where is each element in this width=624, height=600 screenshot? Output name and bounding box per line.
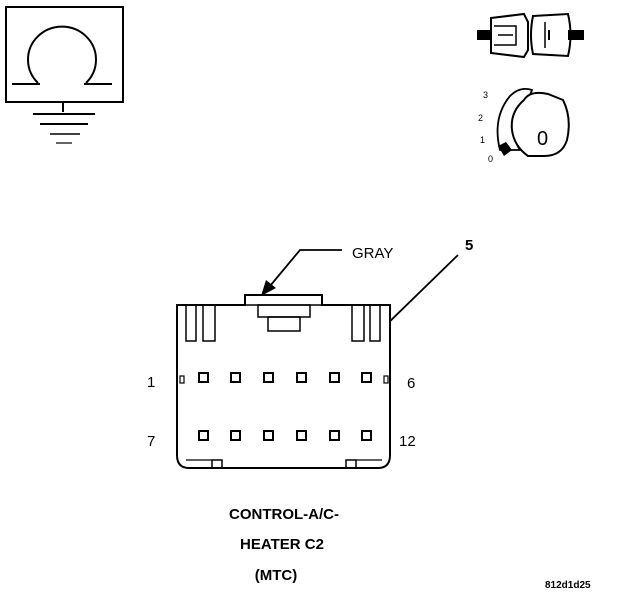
connector-title-line-1: CONTROL-A/C-	[229, 506, 339, 523]
key-letter: 0	[537, 128, 548, 150]
cavity-5	[329, 372, 340, 383]
pin-label-7: 7	[147, 433, 155, 450]
gray-leader-arrow	[261, 249, 342, 296]
connector-halves-icon	[477, 12, 584, 59]
pin-row-top	[198, 372, 372, 383]
ignition-key-icon: 3 2 1 0 0	[478, 87, 570, 164]
cavity-2	[230, 372, 241, 383]
cavity-1	[198, 372, 209, 383]
figure-code: 812d1d25	[545, 580, 591, 591]
cavity-8	[230, 430, 241, 441]
cavity-3	[263, 372, 274, 383]
key-position-3: 3	[483, 90, 488, 100]
cavity-10	[296, 430, 307, 441]
cavity-12	[361, 430, 372, 441]
key-position-1: 1	[480, 135, 485, 145]
cavity-11	[329, 430, 340, 441]
connector-title-line-2: HEATER C2	[240, 536, 324, 553]
ground-symbol-icon	[5, 6, 124, 144]
cavity-9	[263, 430, 274, 441]
pin-row-bottom	[198, 430, 372, 441]
pin-label-1: 1	[147, 374, 155, 391]
pin-label-12: 12	[399, 433, 416, 450]
cavity-4	[296, 372, 307, 383]
cavity-7	[198, 430, 209, 441]
connector-face	[176, 294, 391, 469]
cavity-6	[361, 372, 372, 383]
connector-title-line-3: (MTC)	[255, 567, 297, 584]
key-position-2: 2	[478, 113, 483, 123]
wire-color-label: GRAY	[352, 245, 393, 262]
pin-label-6: 6	[407, 375, 415, 392]
key-position-0: 0	[488, 154, 493, 164]
callout-number: 5	[465, 237, 473, 254]
